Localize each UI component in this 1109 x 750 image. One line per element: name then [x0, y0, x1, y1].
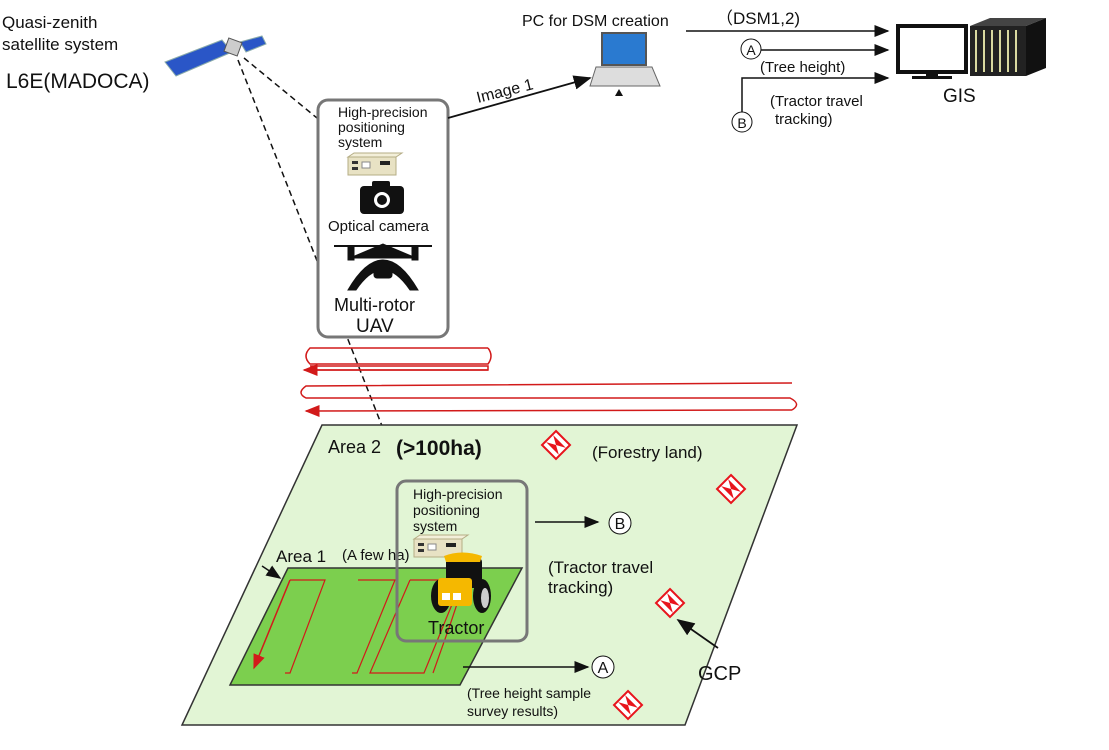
tractor-pos-label-2: positioning — [413, 502, 480, 518]
image-arrow — [447, 75, 592, 119]
dsm-label: （DSM1,2) — [716, 9, 800, 28]
camera-label: Optical camera — [328, 218, 430, 235]
satellite-label-1: Quasi-zenith — [2, 13, 97, 32]
drone-icon — [334, 243, 432, 291]
survey-label-2: survey results) — [467, 703, 558, 719]
field-tracking-label-2: tracking) — [548, 578, 613, 597]
gnss-receiver-icon — [347, 152, 403, 176]
tractor-path — [285, 579, 466, 674]
marker-a-label: A — [746, 42, 756, 58]
marker-a-circle — [740, 38, 762, 60]
survey-label-1: (Tree height sample — [467, 685, 591, 701]
camera-icon — [360, 181, 404, 214]
uav-label-2: UAV — [356, 316, 394, 337]
area-1-pointer — [261, 565, 282, 579]
area-1-label: Area 1 — [276, 547, 326, 566]
field-tracking-label-1: (Tractor travel — [548, 558, 653, 577]
area-1-size: (A few ha) — [342, 547, 410, 564]
field-marker-b: B — [615, 516, 626, 533]
tractor-icon — [431, 552, 491, 613]
area-2-size: (>100ha) — [396, 437, 482, 460]
satellite-icon — [164, 35, 267, 77]
field-marker-b-circle — [608, 511, 632, 535]
gis-label: GIS — [943, 86, 976, 107]
tractor-label: Tractor — [428, 618, 484, 638]
forestry-label: (Forestry land) — [592, 443, 703, 462]
laptop-icon — [589, 32, 661, 96]
marker-b-label: B — [737, 115, 746, 131]
gcp-label: GCP — [698, 663, 741, 685]
tractor-pos-label: High-precision — [413, 486, 502, 502]
gis-tracking-label-2: tracking) — [775, 111, 833, 128]
gis-tracking-label-1: (Tractor travel — [770, 93, 863, 110]
uav-flight-path — [305, 347, 492, 371]
signal-label: L6E(MADOCA) — [6, 70, 150, 93]
flight-path-arrow-2 — [304, 404, 793, 417]
satellite-label-2: satellite system — [2, 35, 118, 54]
server-icon — [970, 18, 1046, 76]
tree-height-label: (Tree height) — [760, 59, 845, 76]
uav-pos-label: High-precision — [338, 104, 427, 120]
uav-pos-label-3: system — [338, 134, 382, 150]
tractor-path-arrow — [253, 579, 291, 670]
tractor-box — [395, 479, 529, 643]
pc-label: PC for DSM creation — [522, 13, 669, 30]
field-marker-a-circle — [591, 655, 615, 679]
tractor-pos-label-3: system — [413, 518, 457, 534]
uav-pos-label-2: positioning — [338, 119, 405, 135]
marker-b-circle — [731, 111, 753, 133]
area-2-label: Area 2 — [328, 437, 381, 457]
field-marker-a: A — [598, 660, 609, 677]
uav-flight-path-2 — [300, 382, 798, 411]
uav-label-1: Multi-rotor — [334, 295, 415, 315]
tracking-arrow — [741, 72, 890, 112]
monitor-icon — [896, 24, 968, 79]
gcp-pointer — [676, 618, 719, 649]
